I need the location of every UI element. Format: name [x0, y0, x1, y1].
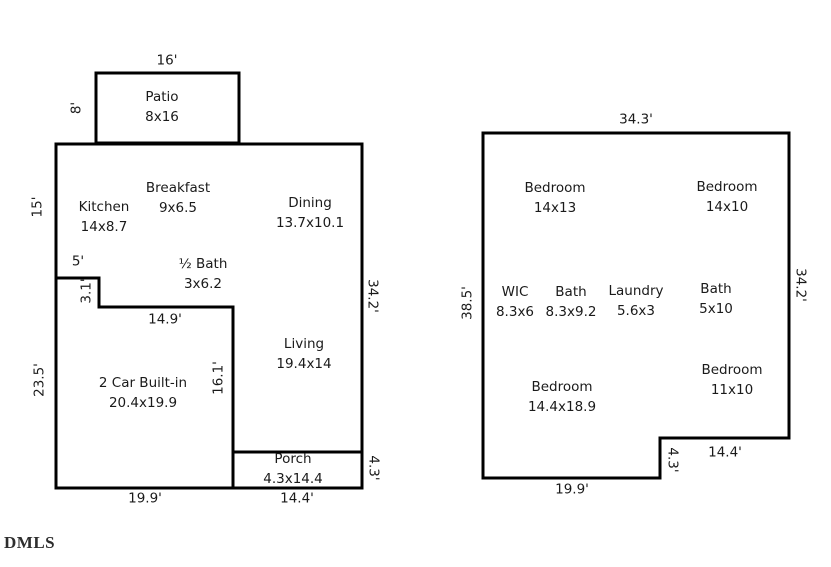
room-label-kitchen: Kitchen 14x8.7: [79, 197, 130, 237]
room-label-half-bath: ½ Bath 3x6.2: [179, 254, 228, 294]
measurement-left-lower: 23.5': [31, 363, 48, 397]
measurement-floor2-step-bottom: 14.4': [708, 444, 742, 461]
room-name: Kitchen: [78, 199, 130, 215]
measurement-porch-right: 4.3': [365, 455, 382, 481]
room-name: Porch: [274, 451, 312, 467]
room-name: Bedroom: [531, 379, 593, 395]
measurement-floor2-bottom: 19.9': [555, 481, 589, 498]
room-name: 2 Car Built-in: [98, 375, 188, 391]
room-label-bath-1: Bath 8.3x9.2: [546, 282, 597, 322]
room-dims: 14x8.7: [80, 219, 128, 235]
room-dims: 4.3x14.4: [263, 471, 323, 487]
room-name: Laundry: [608, 283, 664, 299]
measurement-floor1-bottom-left: 19.9': [128, 490, 162, 507]
second-floor-outline: [481, 131, 791, 480]
room-dims: 5x10: [699, 301, 733, 317]
measurement-notch-top: 5': [71, 253, 85, 270]
measurement-floor2-left: 38.5': [459, 286, 476, 320]
room-name: Patio: [145, 89, 179, 105]
room-label-patio: Patio 8x16: [145, 87, 179, 127]
room-dims: 8.3x9.2: [545, 304, 597, 320]
room-label-garage: 2 Car Built-in 20.4x19.9: [99, 373, 187, 413]
room-label-bedroom-4: Bedroom 11x10: [701, 360, 762, 400]
measurement-floor2-right: 34.2': [792, 268, 809, 302]
room-label-bath-2: Bath 5x10: [699, 279, 733, 319]
first-floor-outline: [54, 142, 364, 490]
measurement-floor2-top: 34.3': [619, 111, 653, 128]
measurement-patio-top: 16': [156, 52, 178, 69]
room-name: Breakfast: [145, 180, 211, 196]
room-dims: 8x16: [145, 109, 179, 125]
room-dims: 20.4x19.9: [108, 395, 178, 411]
dmls-watermark: DMLS: [4, 533, 56, 552]
room-label-bedroom-1: Bedroom 14x13: [524, 178, 585, 218]
measurement-floor2-step-right: 4.3': [664, 447, 681, 473]
room-label-laundry: Laundry 5.6x3: [608, 281, 663, 321]
measurement-notch-left: 3.1': [78, 278, 95, 304]
measurement-garage-right: 16.1': [210, 361, 227, 395]
room-dims: 3x6.2: [183, 276, 223, 292]
measurement-floor1-right: 34.2': [364, 279, 381, 313]
room-dims: 9x6.5: [158, 200, 198, 216]
room-label-bedroom-3: Bedroom 14.4x18.9: [528, 377, 596, 417]
measurement-patio-left: 8': [68, 101, 85, 115]
room-name: Living: [283, 336, 325, 352]
room-label-porch: Porch 4.3x14.4: [263, 449, 323, 489]
room-name: Bath: [700, 281, 732, 297]
room-dims: 11x10: [710, 382, 754, 398]
room-name: ½ Bath: [178, 256, 228, 272]
room-name: Bedroom: [696, 179, 758, 195]
measurement-floor1-bottom-right: 14.4': [280, 490, 314, 507]
room-dims: 5.6x3: [616, 303, 656, 319]
room-dims: 14x13: [533, 200, 577, 216]
room-name: Bedroom: [524, 180, 586, 196]
room-label-living: Living 19.4x14: [276, 334, 331, 374]
room-dims: 13.7x10.1: [275, 215, 345, 231]
room-dims: 14x10: [705, 199, 749, 215]
room-name: WIC: [501, 284, 529, 300]
room-name: Bath: [555, 284, 587, 300]
room-name: Dining: [288, 195, 332, 211]
room-label-bedroom-2: Bedroom 14x10: [696, 177, 757, 217]
room-label-wic: WIC 8.3x6: [496, 282, 534, 322]
room-dims: 19.4x14: [276, 356, 332, 372]
measurement-left-upper: 15': [29, 196, 46, 218]
garage-walls: [54, 276, 235, 490]
room-name: Bedroom: [701, 362, 763, 378]
room-label-breakfast: Breakfast 9x6.5: [146, 178, 210, 218]
room-label-dining: Dining 13.7x10.1: [276, 193, 344, 233]
room-dims: 14.4x18.9: [527, 399, 597, 415]
room-dims: 8.3x6: [495, 304, 535, 320]
measurement-garage-top: 14.9': [148, 311, 182, 328]
